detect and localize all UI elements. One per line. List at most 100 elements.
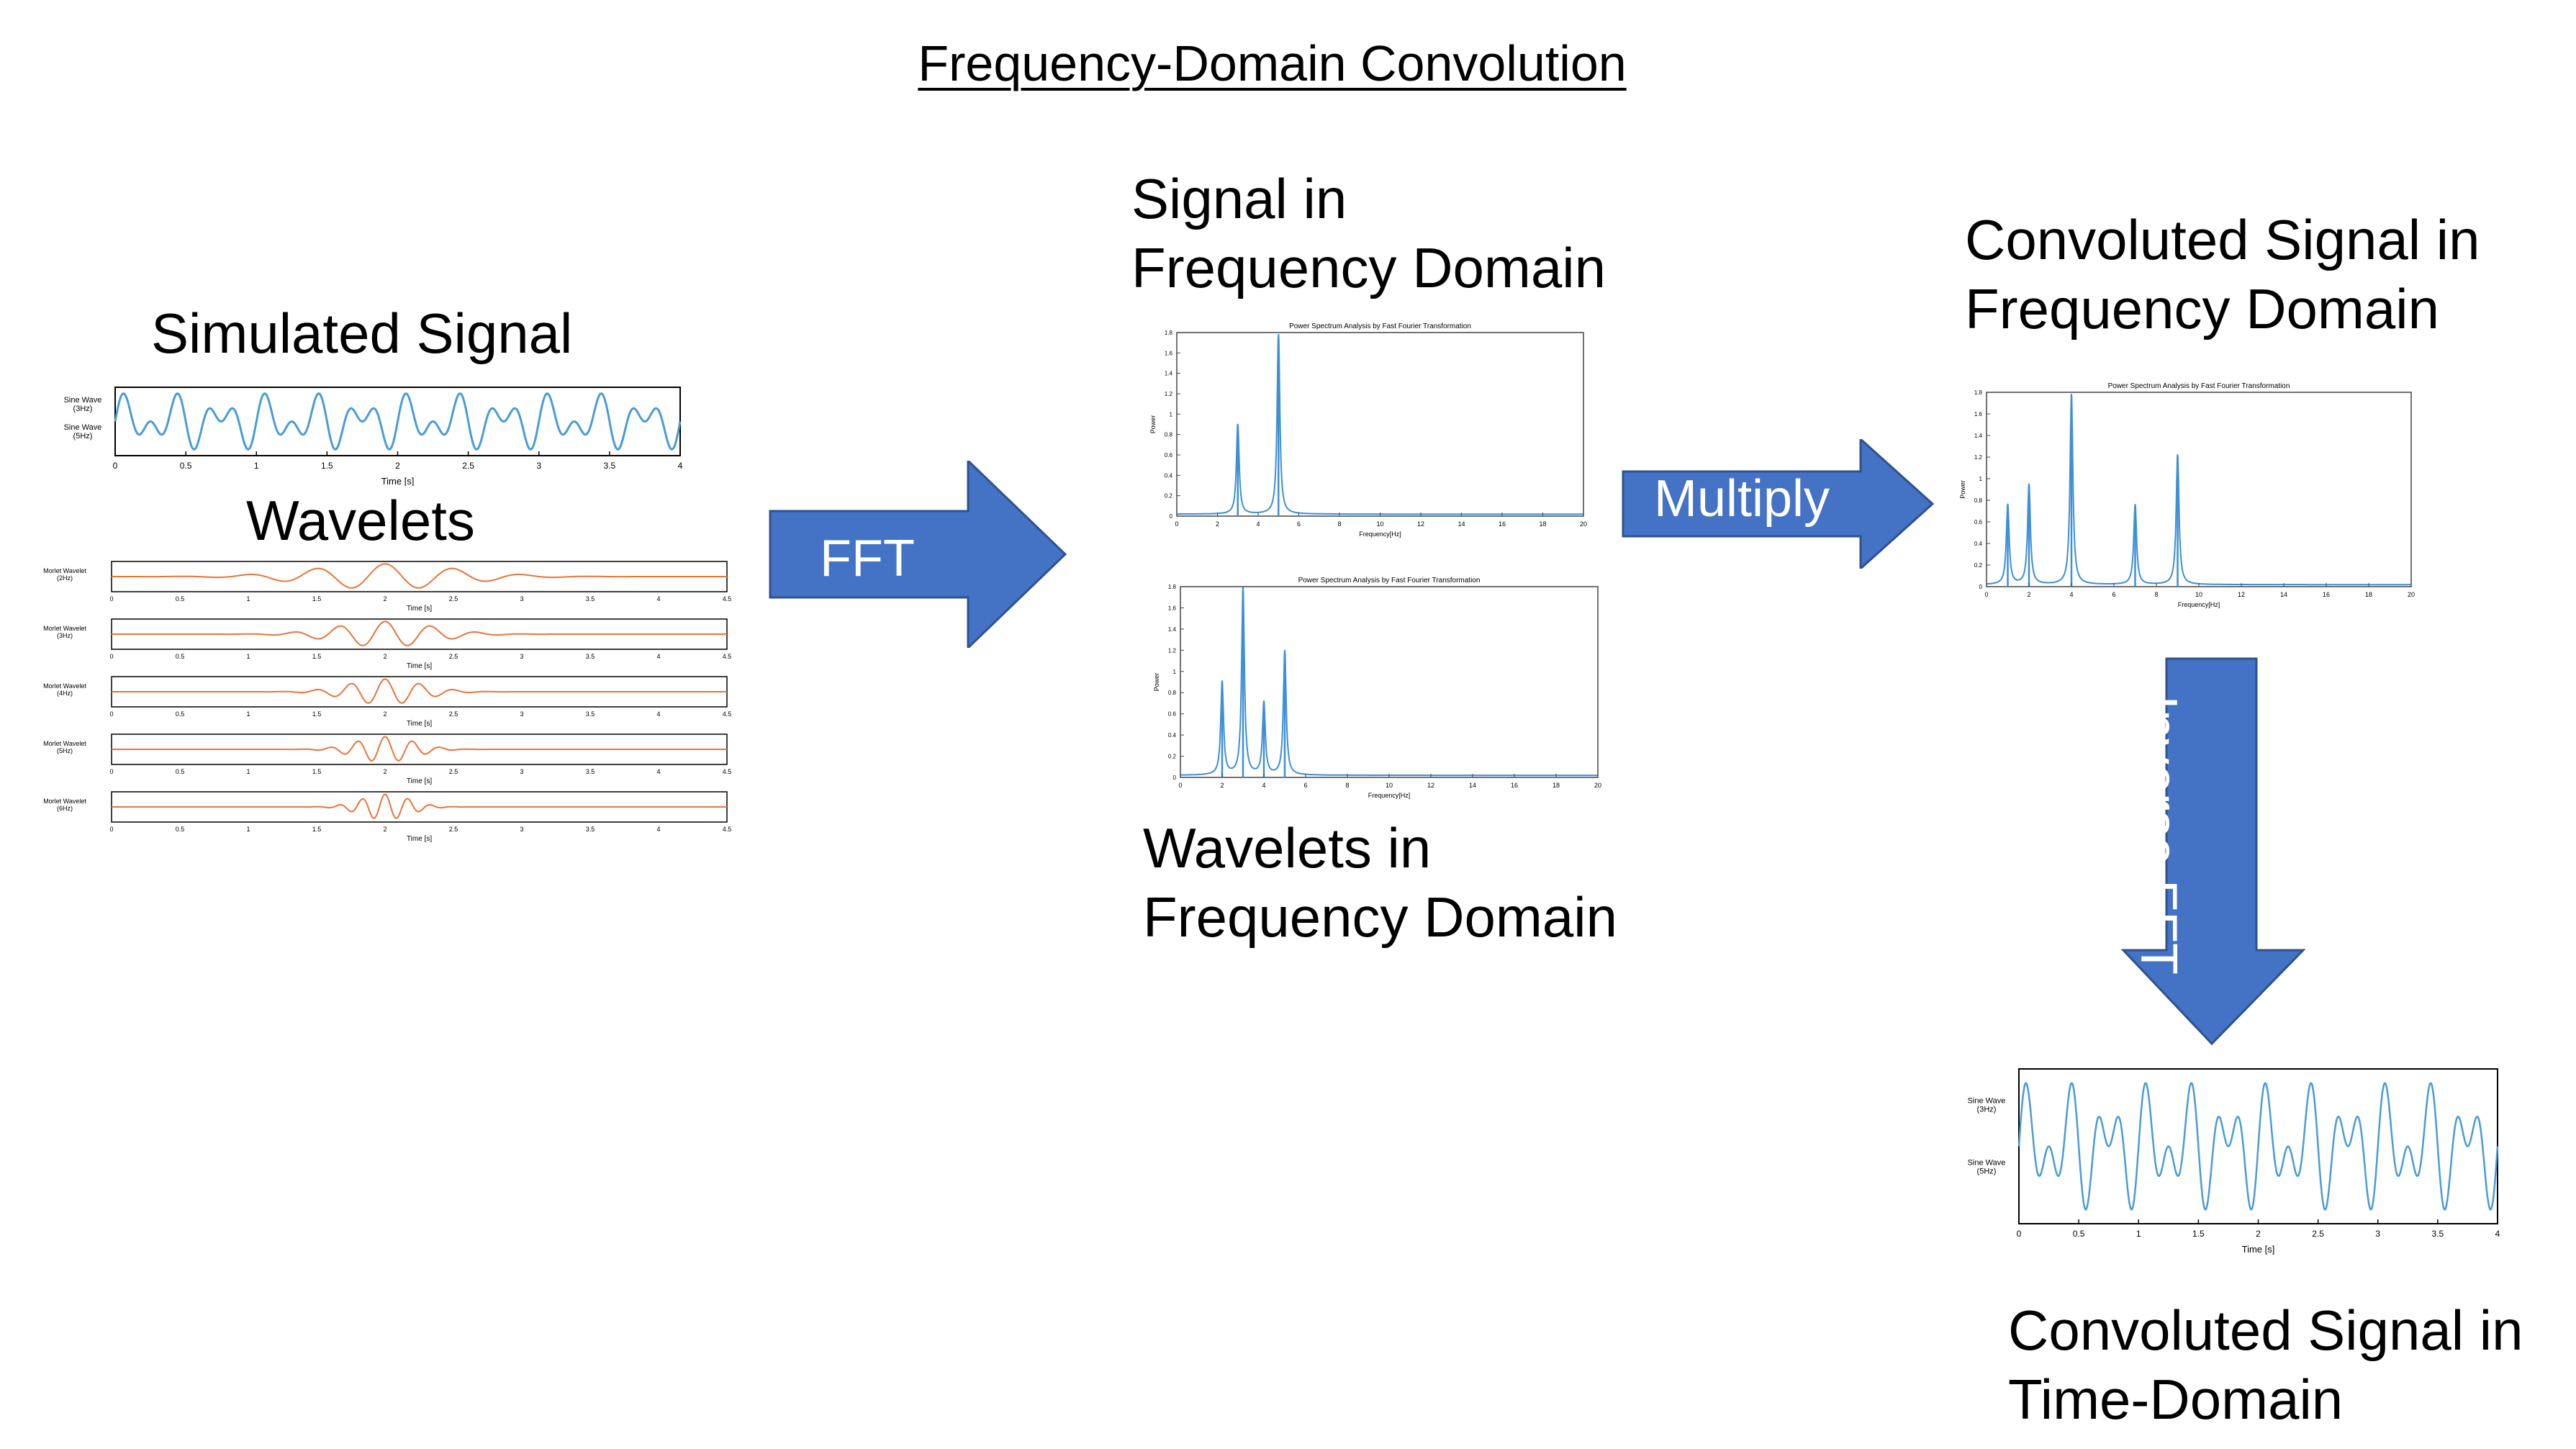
y-axis-label: Sine Wave — [64, 423, 102, 432]
y-tick-label: 0.6 — [1974, 519, 1983, 525]
x-axis-label: Time [s] — [407, 605, 432, 613]
spectrum-frame — [1986, 392, 2412, 587]
y-axis-label: (5Hz) — [1977, 1167, 1997, 1175]
x-tick-label: 4 — [656, 710, 660, 718]
x-tick-label: 2.5 — [449, 710, 458, 718]
x-tick-label: 0.5 — [176, 595, 185, 602]
inverse-fft-arrow — [2120, 657, 2306, 1046]
x-tick-label: 3 — [536, 461, 541, 471]
y-axis-label: (2Hz) — [57, 574, 73, 582]
x-tick-label: 18 — [1553, 782, 1560, 789]
x-tick-label: 3 — [520, 595, 523, 602]
y-tick-label: 1.4 — [1168, 626, 1177, 633]
x-tick-label: 1 — [2136, 1229, 2141, 1239]
y-axis-label: Power — [1959, 480, 1966, 499]
y-tick-label: 0.4 — [1168, 732, 1177, 739]
fft-arrow — [769, 461, 1067, 648]
x-tick-label: 4.5 — [723, 826, 732, 833]
x-tick-label: 4 — [656, 653, 660, 660]
x-tick-label: 0 — [2017, 1229, 2022, 1239]
x-tick-label: 18 — [2365, 591, 2372, 598]
x-tick-label: 0 — [113, 461, 118, 471]
x-tick-label: 2.5 — [2312, 1229, 2324, 1239]
y-axis-label: Morlet Wavelet — [43, 798, 86, 805]
x-tick-label: 1.5 — [312, 768, 322, 775]
y-tick-label: 0.4 — [1974, 541, 1983, 547]
x-axis-label: Time [s] — [407, 835, 432, 843]
x-tick-label: 3.5 — [586, 653, 595, 660]
y-tick-label: 1.8 — [1168, 584, 1177, 590]
x-tick-label: 0 — [109, 710, 113, 718]
y-tick-label: 1.4 — [1165, 371, 1173, 377]
convoluted-frequency-label: Convoluted Signal in Frequency Domain — [1965, 208, 2480, 340]
x-tick-label: 16 — [1499, 520, 1506, 528]
x-tick-label: 4 — [678, 461, 683, 471]
x-tick-label: 0.5 — [2073, 1229, 2085, 1239]
y-tick-label: 1.8 — [1165, 330, 1173, 336]
x-tick-label: 1.5 — [321, 461, 333, 471]
x-tick-label: 1 — [246, 653, 250, 660]
y-tick-label: 0 — [1173, 775, 1177, 781]
multiply-arrow-label: Multiply — [1653, 470, 1830, 528]
x-tick-label: 4 — [2069, 591, 2073, 598]
x-tick-label: 3.5 — [2432, 1229, 2444, 1239]
y-axis-label: (3Hz) — [1977, 1105, 1997, 1114]
x-axis-label: Frequency[Hz] — [1368, 792, 1411, 799]
wavelet-line — [112, 793, 727, 819]
x-tick-label: 10 — [1376, 520, 1383, 528]
x-tick-label: 0 — [1175, 520, 1178, 528]
x-axis-label: Frequency[Hz] — [1359, 531, 1401, 538]
x-tick-label: 4 — [656, 826, 660, 833]
y-tick-label: 0.6 — [1168, 711, 1177, 718]
x-tick-label: 3 — [2375, 1229, 2380, 1239]
x-tick-label: 4 — [656, 595, 660, 602]
x-tick-label: 2 — [383, 653, 387, 660]
y-axis-label: Sine Wave — [64, 396, 102, 405]
x-tick-label: 0 — [109, 826, 113, 833]
y-tick-label: 1.2 — [1974, 454, 1983, 461]
x-tick-label: 14 — [1469, 782, 1476, 789]
x-axis-label: Frequency[Hz] — [2178, 601, 2220, 608]
y-axis-label: (3Hz) — [57, 632, 73, 639]
y-axis-label: Morlet Wavelet — [43, 625, 86, 632]
x-tick-label: 18 — [1539, 520, 1546, 528]
x-tick-label: 2.5 — [449, 595, 458, 602]
wavelets-spectrum-plot: Power Spectrum Analysis by Fast Fourier … — [1112, 565, 1637, 806]
x-tick-label: 3.5 — [586, 595, 595, 602]
y-axis-label: Morlet Wavelet — [43, 740, 86, 747]
x-tick-label: 3.5 — [604, 461, 616, 471]
wavelets-spectrum-chart: Power Spectrum Analysis by Fast Fourier … — [1153, 577, 1601, 799]
x-tick-label: 3.5 — [586, 768, 595, 775]
inverse-fft-arrow-label: Inverse FFT — [2130, 695, 2187, 975]
y-axis-label: Sine Wave — [1968, 1096, 2006, 1105]
x-tick-label: 1.5 — [312, 653, 322, 660]
x-tick-label: 6 — [2112, 591, 2115, 598]
x-tick-label: 2 — [383, 710, 387, 718]
x-tick-label: 4.5 — [723, 768, 732, 775]
x-tick-label: 8 — [2154, 591, 2158, 598]
x-tick-label: 4 — [1256, 520, 1260, 528]
x-tick-label: 6 — [1297, 520, 1301, 528]
x-tick-label: 2 — [395, 461, 400, 471]
x-tick-label: 1 — [254, 461, 259, 471]
x-tick-label: 2 — [1216, 520, 1219, 528]
simulated-signal-label: Simulated Signal — [151, 302, 573, 365]
y-axis-label: Morlet Wavelet — [43, 682, 86, 690]
x-tick-label: 0 — [1984, 591, 1988, 598]
x-tick-label: 16 — [2323, 591, 2330, 598]
wavelet-line — [112, 736, 727, 762]
x-tick-label: 20 — [1580, 520, 1587, 528]
y-tick-label: 0.6 — [1165, 452, 1173, 459]
x-tick-label: 1.5 — [312, 710, 322, 718]
y-tick-label: 0.8 — [1168, 690, 1177, 696]
y-tick-label: 0.2 — [1168, 754, 1177, 760]
x-tick-label: 0 — [109, 653, 113, 660]
x-tick-label: 1 — [246, 595, 250, 602]
x-tick-label: 3 — [520, 826, 523, 833]
y-axis-label: Power — [1149, 415, 1157, 434]
x-tick-label: 1 — [246, 768, 250, 775]
spectrum-title: Power Spectrum Analysis by Fast Fourier … — [2108, 382, 2290, 390]
x-axis-label: Time [s] — [381, 476, 415, 486]
